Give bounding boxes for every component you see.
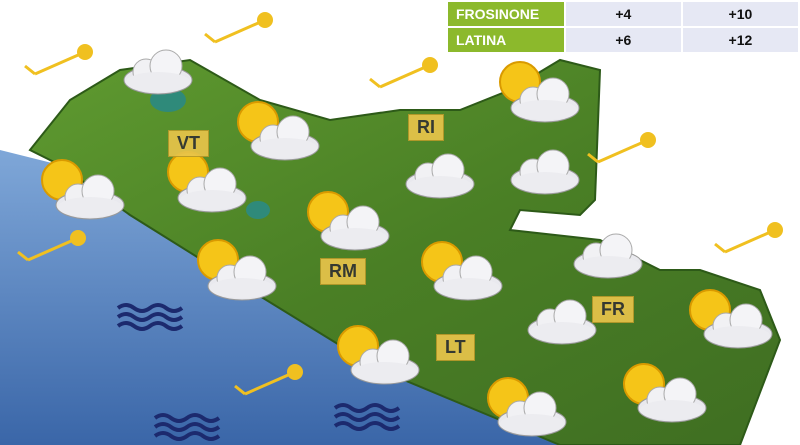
sea	[0, 150, 560, 445]
label-ri: RI	[408, 114, 444, 141]
temp-min: +6	[565, 28, 681, 52]
temp-max: +10	[682, 2, 798, 26]
table-row: FROSINONE +4 +10	[448, 2, 798, 26]
label-vt: VT	[168, 130, 210, 157]
table-row: LATINA +6 +12	[448, 28, 798, 52]
label-rm: RM	[320, 258, 366, 285]
city-name: LATINA	[448, 28, 564, 52]
label-lt: LT	[436, 334, 475, 361]
temp-min: +4	[565, 2, 681, 26]
temp-max: +12	[682, 28, 798, 52]
city-name: FROSINONE	[448, 2, 564, 26]
temperature-table: FROSINONE +4 +10 LATINA +6 +12	[446, 0, 800, 54]
lake-bracciano	[246, 201, 270, 219]
label-fr: FR	[592, 296, 634, 323]
